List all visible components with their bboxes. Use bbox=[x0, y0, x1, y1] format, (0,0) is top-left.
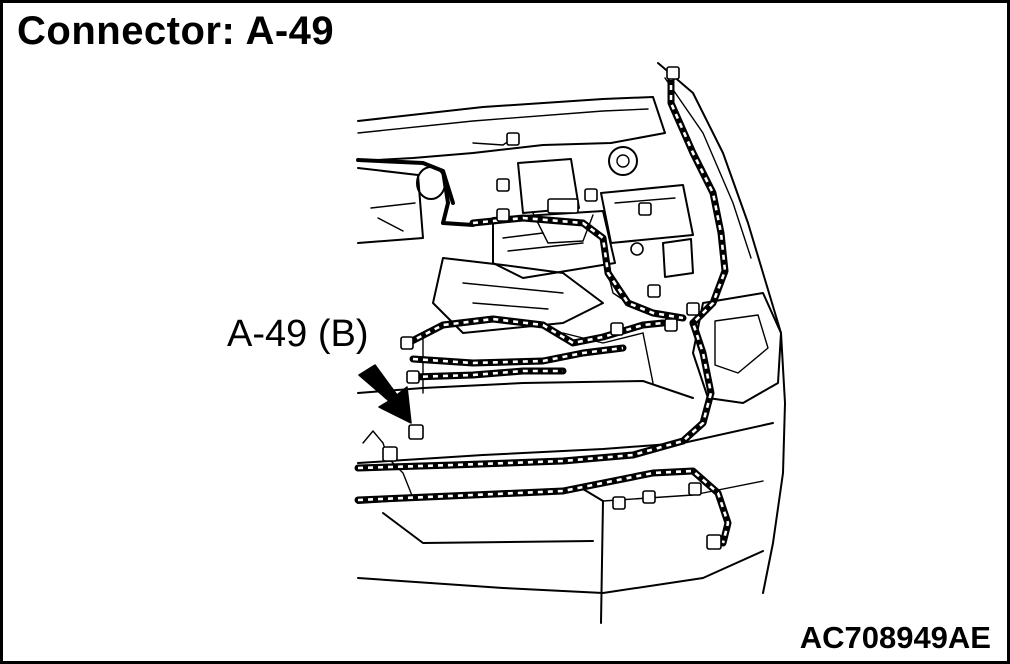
figure-code: AC708949AE bbox=[799, 620, 991, 655]
connector-callout-label: A-49 (B) bbox=[227, 313, 369, 355]
callout-arrow bbox=[358, 364, 412, 424]
diagram-title: Connector: A-49 bbox=[17, 9, 335, 53]
wiring-harness bbox=[354, 71, 732, 547]
engine-bay-drawing bbox=[354, 62, 786, 624]
connector-blocks bbox=[382, 66, 722, 550]
